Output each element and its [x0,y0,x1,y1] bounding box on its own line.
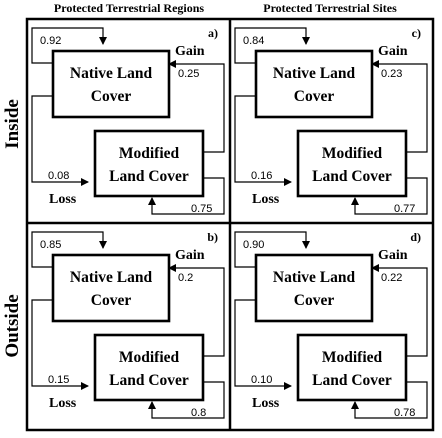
native-retention-value: 0.84 [243,35,264,47]
loss-arrow [31,299,89,390]
row-header-outside: Outside [2,294,23,357]
modified-retention-value: 0.77 [394,203,415,215]
native-label-line2: Cover [91,88,132,105]
gain-value: 0.25 [178,68,199,80]
loss-value: 0.08 [48,170,69,182]
native-retention-value: 0.85 [40,239,61,251]
native-retention-arrow [234,231,310,268]
gain-label: Gain [378,248,408,263]
gain-label: Gain [175,248,205,263]
native-label-line1: Native Land [70,65,153,82]
native-label-line2: Cover [91,292,132,309]
modified-land-cover-box [93,129,205,198]
gain-arrow [168,60,225,153]
loss-arrow [234,95,292,186]
modified-label-line1: Modified [119,349,180,366]
native-land-cover-box [254,49,374,119]
modified-retention-arrow [351,381,428,419]
native-land-cover-box [51,49,171,119]
native-label-line1: Native Land [273,269,356,286]
loss-value: 0.15 [48,374,69,386]
loss-value: 0.16 [251,170,272,182]
loss-arrow [234,299,292,390]
gain-arrow [168,264,225,357]
native-retention-arrow [31,27,107,64]
modified-retention-arrow [351,177,428,215]
modified-retention-arrow [148,381,225,419]
loss-label: Loss [49,192,77,207]
gain-label: Gain [378,44,408,59]
modified-label-line2: Land Cover [109,372,189,389]
native-label-line1: Native Land [273,65,356,82]
gain-label: Gain [175,44,205,59]
loss-label: Loss [252,192,280,207]
loss-arrow [31,95,89,186]
modified-retention-value: 0.78 [394,407,415,419]
native-retention-arrow [31,231,107,268]
modified-land-cover-box [296,129,408,198]
modified-retention-value: 0.8 [191,407,206,419]
modified-land-cover-box [93,333,205,402]
loss-label: Loss [49,396,77,411]
panel-tag: d) [410,230,421,244]
loss-label: Loss [252,396,280,411]
modified-label-line2: Land Cover [312,168,392,185]
modified-label-line2: Land Cover [312,372,392,389]
row-header-inside: Inside [2,99,23,149]
gain-value: 0.22 [381,272,402,284]
native-retention-value: 0.90 [243,239,264,251]
loss-value: 0.10 [251,374,272,386]
native-land-cover-box [254,253,374,323]
modified-label-line1: Modified [119,145,180,162]
native-label-line2: Cover [294,292,335,309]
modified-retention-value: 0.75 [191,203,212,215]
panel-tag: c) [412,26,421,40]
native-label-line1: Native Land [70,269,153,286]
native-retention-arrow [234,27,310,64]
gain-arrow [371,60,428,153]
column-header-regions: Protected Terrestrial Regions [54,1,205,15]
modified-label-line1: Modified [322,349,383,366]
modified-retention-arrow [148,177,225,215]
native-land-cover-box [51,253,171,323]
panel-tag: a) [208,26,218,40]
panel-tag: b) [207,230,218,244]
native-label-line2: Cover [294,88,335,105]
modified-label-line2: Land Cover [109,168,189,185]
gain-arrow [371,264,428,357]
column-header-sites: Protected Terrestrial Sites [263,1,397,15]
native-retention-value: 0.92 [40,35,61,47]
gain-value: 0.2 [178,272,193,284]
modified-label-line1: Modified [322,145,383,162]
modified-land-cover-box [296,333,408,402]
gain-value: 0.23 [381,68,402,80]
